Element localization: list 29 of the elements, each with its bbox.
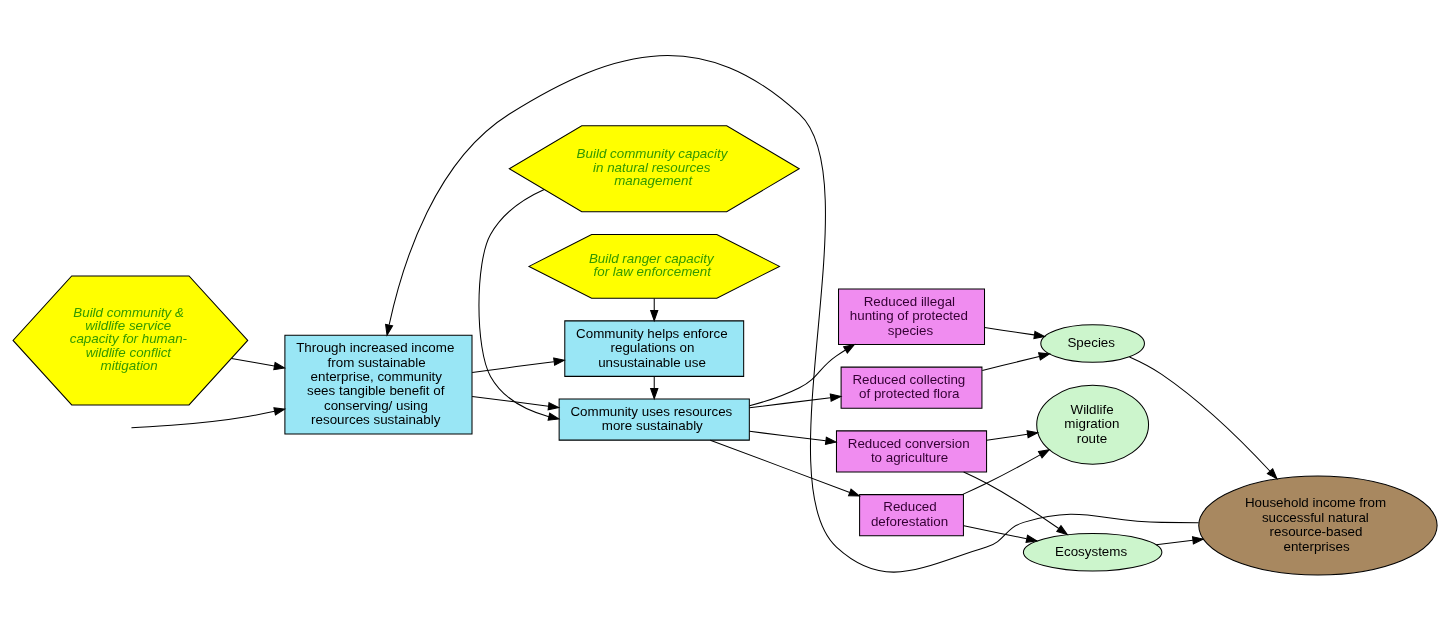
- node-box: Community uses resources more sustainably: [558, 398, 750, 441]
- arrow: [984, 327, 1047, 340]
- arrow: [649, 375, 659, 401]
- arrow: [230, 357, 287, 371]
- node-ellipse: Species: [1040, 324, 1145, 363]
- node-box: Reduced deforestation: [859, 494, 964, 537]
- node-ellipse: Household income from successful natural resource-based enterprises: [1198, 475, 1438, 576]
- arrow: [471, 395, 561, 411]
- node-box: Community helps enforce regulations on unsustainable use: [564, 320, 745, 377]
- arrow: [478, 188, 561, 421]
- arrow: [1155, 536, 1205, 546]
- node-box: Through increased income from sustainable enterprise, community sees tangible benefit of conserving/ using resources sustainably: [284, 334, 473, 435]
- node-box: Reduced illegal hunting of protected species: [838, 288, 986, 346]
- arrow: [649, 298, 659, 323]
- arrow: [385, 55, 1200, 573]
- arrow: [986, 430, 1040, 441]
- arrow: [749, 430, 838, 446]
- arrow: [961, 448, 1051, 496]
- arrow: [471, 357, 566, 373]
- arrow: [963, 471, 1069, 536]
- arrow: [130, 407, 287, 429]
- arrow: [749, 393, 843, 409]
- arrow: [963, 525, 1039, 543]
- arrow: [1129, 356, 1279, 480]
- node-box: Reduced collecting of protected flora: [840, 366, 983, 409]
- arrow: [981, 352, 1051, 371]
- arrow: [748, 343, 856, 407]
- arrow: [709, 439, 861, 497]
- node-box: Reduced conversion to agriculture: [835, 430, 988, 473]
